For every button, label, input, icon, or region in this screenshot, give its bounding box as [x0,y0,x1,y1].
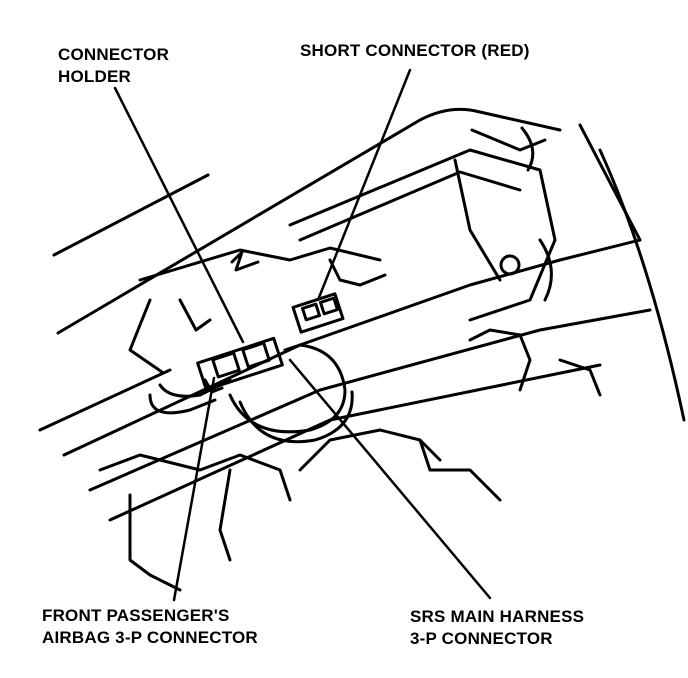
leader-lines [113,68,492,602]
label-front-passenger-connector: FRONT PASSENGER'S AIRBAG 3-P CONNECTOR [42,605,258,649]
leader-srs-main [288,358,492,600]
leader-front-passenger [172,376,216,602]
dash-outline [38,107,686,522]
lower-panel [98,246,602,592]
label-front-passenger-line2: AIRBAG 3-P CONNECTOR [42,628,258,647]
label-srs-main-line1: SRS MAIN HARNESS [410,607,585,626]
leader-short-connector [316,68,412,302]
wire-harness [148,343,354,444]
label-srs-main-harness-connector: SRS MAIN HARNESS 3-P CONNECTOR [410,606,584,650]
leader-connector-holder [113,86,245,344]
short-connector-shape [291,292,345,334]
label-short-connector-text: SHORT CONNECTOR (RED) [300,41,530,60]
label-connector-holder: CONNECTOR HOLDER [58,44,169,88]
label-srs-main-line2: 3-P CONNECTOR [410,629,553,648]
label-front-passenger-line1: FRONT PASSENGER'S [42,606,230,625]
label-short-connector: SHORT CONNECTOR (RED) [300,40,530,62]
label-connector-holder-line2: HOLDER [58,67,131,86]
label-connector-holder-line1: CONNECTOR [58,45,170,64]
glovebox-housing [288,148,557,322]
connector-holder-shape [196,336,284,394]
